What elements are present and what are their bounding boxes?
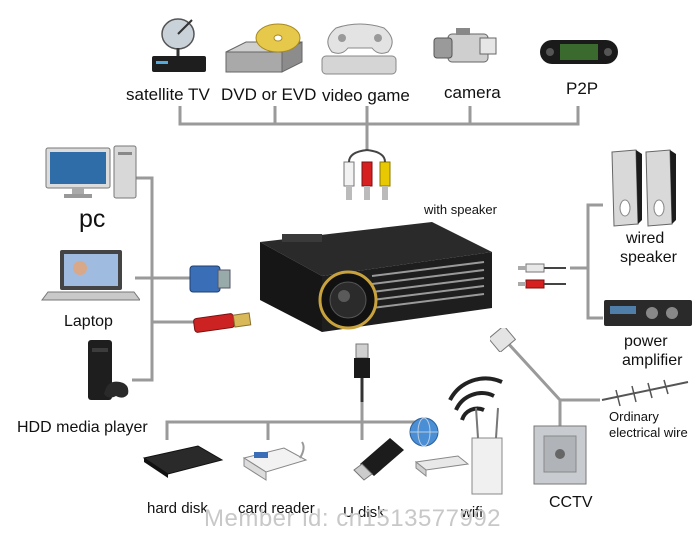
wired-speaker-icon [608,148,682,228]
projector-icon [252,212,498,340]
amp-label-2: amplifier [622,352,683,369]
vga-cable-icon [188,258,234,300]
laptop-icon [40,248,140,304]
p2p-label: P2P [566,79,599,98]
camera-icon [430,24,500,72]
hard-disk-icon [140,442,226,480]
wifi-label: wifi [461,504,483,521]
u-disk-icon [346,434,408,490]
u-disk-label: U disk [343,504,385,521]
video-game-label: video game [322,86,410,105]
cctv-label: CCTV [549,494,593,511]
dvd-label: DVD or EVD [221,85,317,104]
satellite-tv-icon [148,12,210,76]
cctv-icon [532,424,588,486]
watermark: Member id: cn1513577992 [204,505,502,532]
pc-icon [44,144,140,202]
hdmi-cable-icon [192,308,256,336]
network-plug-icon [490,328,516,352]
card-reader-icon [240,440,312,484]
with-speaker-label: with speaker [424,202,497,217]
wire-label-1: Ordinary [609,409,659,424]
speaker-plug-icon [516,262,576,292]
hard-disk-label: hard disk [147,500,208,517]
wifi-router-icon [402,368,520,498]
pc-label: pc [79,205,106,233]
wired-speaker-label-1: wired [626,230,665,247]
camera-label: camera [444,83,501,102]
hdd-player-icon [84,338,132,408]
satellite-tv-label: satellite TV [126,85,210,104]
laptop-label: Laptop [64,313,113,330]
game-console-icon [318,18,402,78]
hdd-player-label: HDD media player [17,419,148,436]
antenna-icon [596,376,692,410]
dvd-player-icon [222,22,306,78]
p2p-icon [538,36,620,68]
rca-cable-icon [340,148,396,206]
amp-label-1: power [624,333,668,350]
wired-speaker-label-2: speaker [620,249,677,266]
usb-cable-icon [350,342,374,404]
card-reader-label: card reader [238,500,315,517]
wire-label-2: electrical wire [609,425,688,440]
power-amplifier-icon [602,296,694,330]
